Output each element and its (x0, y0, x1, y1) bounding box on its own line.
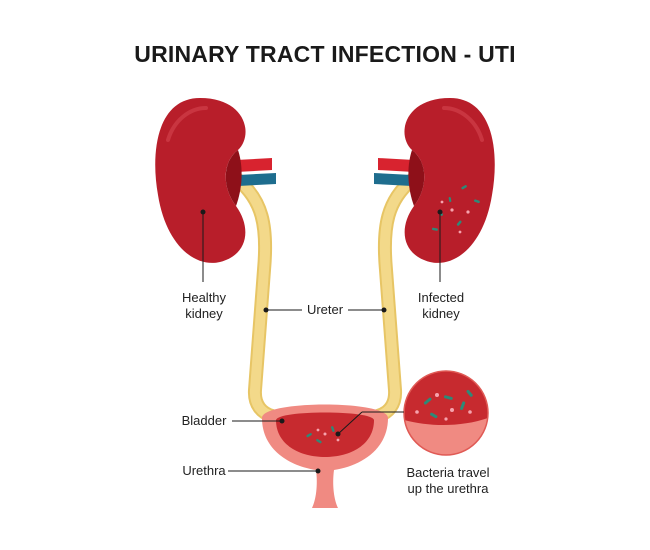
healthy-kidney (155, 98, 246, 263)
ureter-right (371, 173, 419, 423)
urethra (312, 470, 338, 508)
leader-infected-kidney (437, 209, 443, 282)
label-bacteria-line1: Bacteria travel (406, 465, 489, 480)
leader-healthy-kidney (200, 209, 206, 282)
leader-bladder (232, 418, 285, 424)
label-infected-kidney-line2: kidney (422, 306, 460, 321)
ureter-left (231, 173, 279, 423)
label-healthy-kidney-line2: kidney (185, 306, 223, 321)
label-ureter: Ureter (307, 302, 344, 317)
bladder (262, 404, 388, 472)
infected-kidney (404, 98, 495, 263)
diagram-title: URINARY TRACT INFECTION - UTI (134, 41, 515, 67)
label-healthy-kidney-line1: Healthy (182, 290, 227, 305)
leader-urethra (228, 468, 321, 474)
right-renal-vessels (374, 158, 414, 186)
leader-ureter (263, 307, 387, 313)
left-renal-vessels (236, 158, 276, 186)
bladder-bacteria (306, 426, 340, 444)
leader-magnifier (335, 411, 404, 437)
label-urethra: Urethra (182, 463, 226, 478)
label-bacteria-line2: up the urethra (408, 481, 490, 496)
label-bladder: Bladder (182, 413, 227, 428)
label-infected-kidney-line1: Infected (418, 290, 464, 305)
bacteria-magnifier (403, 370, 489, 456)
